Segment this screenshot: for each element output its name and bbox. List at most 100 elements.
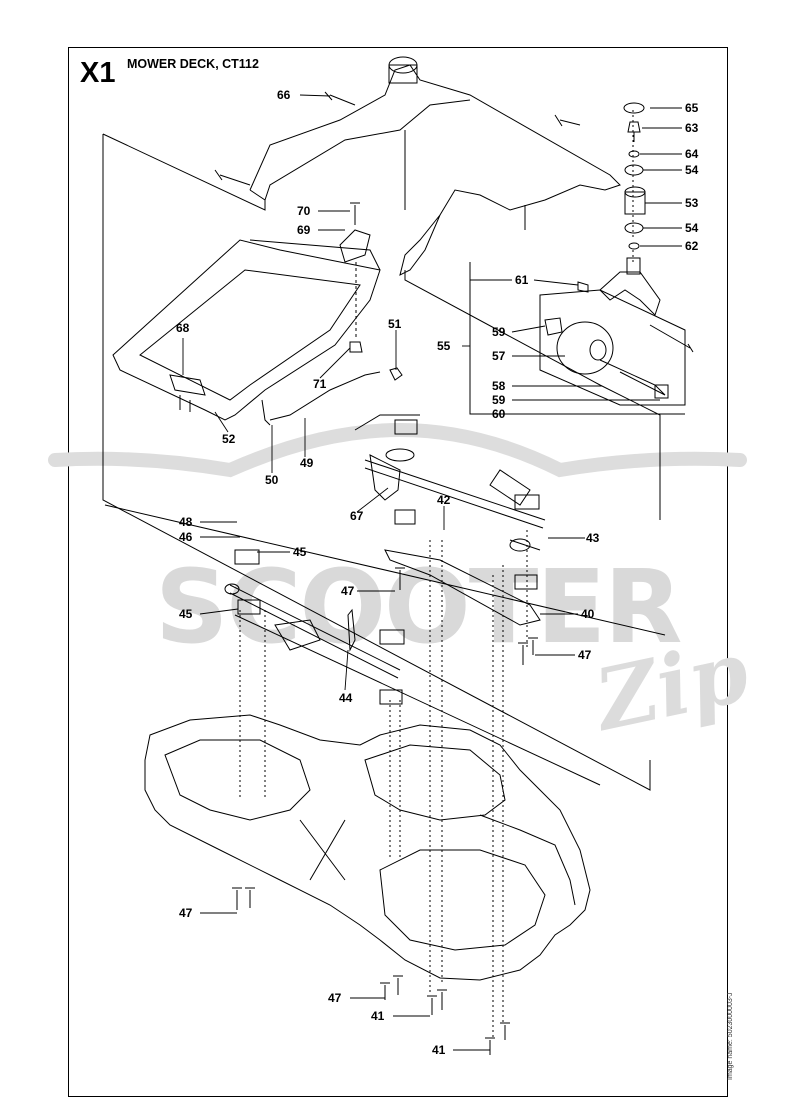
label-58: 58 bbox=[492, 379, 506, 393]
leader-lines bbox=[182, 94, 685, 1051]
bracket-67 bbox=[369, 454, 401, 501]
axle-lower bbox=[229, 584, 401, 679]
bolt-right-top bbox=[554, 114, 581, 127]
bolt-66-left bbox=[214, 169, 251, 186]
deck-inner-left bbox=[164, 739, 311, 821]
label-57: 57 bbox=[492, 349, 506, 363]
boundary-line-4 bbox=[404, 270, 601, 386]
nut-61 bbox=[577, 281, 589, 293]
label-41-bottom: 41 bbox=[432, 1043, 446, 1057]
label-64: 64 bbox=[685, 147, 699, 161]
lever-44 bbox=[347, 608, 356, 652]
tray-leg bbox=[179, 395, 191, 412]
label-66: 66 bbox=[277, 88, 291, 102]
boundary-line-5 bbox=[599, 384, 661, 520]
label-68: 68 bbox=[176, 321, 190, 335]
watermark-swoosh bbox=[48, 422, 747, 478]
label-49: 49 bbox=[300, 456, 314, 470]
pin-51 bbox=[389, 367, 403, 381]
bolt-70 bbox=[350, 202, 360, 225]
section-code: X1 bbox=[80, 57, 116, 89]
boundary-line-8 bbox=[234, 614, 601, 786]
bolt-63 bbox=[627, 121, 641, 142]
spring-50 bbox=[261, 399, 271, 426]
clamp-blocks bbox=[234, 419, 540, 705]
label-55: 55 bbox=[437, 339, 451, 353]
axle-arm-43 bbox=[489, 469, 541, 551]
label-67: 67 bbox=[350, 509, 364, 523]
strap-40 bbox=[384, 549, 541, 626]
label-69: 69 bbox=[297, 223, 311, 237]
watermark-logo: SCOOTER bbox=[155, 548, 683, 667]
label-59-bottom: 59 bbox=[492, 393, 506, 407]
label-71: 71 bbox=[313, 377, 327, 391]
bearing-54-top bbox=[624, 164, 644, 176]
plate-44 bbox=[274, 619, 321, 651]
label-52: 52 bbox=[222, 432, 236, 446]
label-59-top: 59 bbox=[492, 325, 506, 339]
label-47-bottom: 47 bbox=[328, 991, 342, 1005]
cable-49 bbox=[269, 371, 381, 421]
label-47-mid: 47 bbox=[341, 584, 355, 598]
arm-pivot-collar bbox=[388, 64, 418, 84]
label-47-right: 47 bbox=[578, 648, 592, 662]
wheel-57 bbox=[556, 321, 614, 375]
bushing-59-left bbox=[544, 317, 563, 336]
label-41-top: 41 bbox=[371, 1009, 385, 1023]
deck-tray bbox=[112, 239, 381, 421]
label-65: 65 bbox=[685, 101, 699, 115]
deck-inner-lower bbox=[379, 849, 546, 951]
bushing-59-right bbox=[654, 384, 669, 399]
tray-rod bbox=[249, 239, 381, 271]
label-47-left: 47 bbox=[179, 906, 193, 920]
label-46: 46 bbox=[179, 530, 193, 544]
deck-brace bbox=[299, 819, 346, 881]
label-42: 42 bbox=[437, 493, 451, 507]
page-title: MOWER DECK, CT112 bbox=[127, 57, 259, 71]
label-48: 48 bbox=[179, 515, 193, 529]
axle-end-lower bbox=[224, 583, 240, 595]
cap-65 bbox=[623, 102, 645, 114]
label-70: 70 bbox=[297, 204, 311, 218]
deck-bolts bbox=[232, 567, 538, 1055]
axle-58 bbox=[599, 359, 666, 396]
axle-upper bbox=[364, 459, 546, 529]
axle-end-upper bbox=[385, 448, 415, 462]
deck-inner-right bbox=[364, 744, 506, 821]
label-60: 60 bbox=[492, 407, 506, 421]
label-45-bottom: 45 bbox=[179, 607, 193, 621]
bolt-66-top bbox=[324, 91, 356, 106]
fork-bolt bbox=[649, 324, 694, 353]
label-43: 43 bbox=[586, 531, 600, 545]
bracket-69 bbox=[339, 229, 371, 263]
diagram-frame bbox=[68, 47, 728, 1097]
fork-stem bbox=[626, 257, 641, 275]
boundary-line-9 bbox=[354, 414, 420, 431]
fork-61 bbox=[599, 271, 661, 316]
wheel-hub bbox=[589, 339, 607, 361]
boundary-line-2 bbox=[102, 134, 651, 791]
label-51: 51 bbox=[388, 317, 402, 331]
label-44: 44 bbox=[339, 691, 353, 705]
label-50: 50 bbox=[265, 473, 279, 487]
label-62: 62 bbox=[685, 239, 699, 253]
label-45-top: 45 bbox=[293, 545, 307, 559]
nut-71 bbox=[349, 341, 363, 353]
wheel-box bbox=[539, 289, 686, 406]
label-63: 63 bbox=[685, 121, 699, 135]
bearing-54-bottom bbox=[624, 222, 644, 234]
label-54-bottom: 54 bbox=[685, 221, 699, 235]
bushing-43 bbox=[509, 538, 531, 552]
deck-rim bbox=[479, 814, 576, 906]
spacer-53-top bbox=[624, 186, 646, 198]
label-53: 53 bbox=[685, 196, 699, 210]
boundary-line-7 bbox=[104, 504, 666, 636]
lift-arm-upper bbox=[249, 64, 621, 276]
label-40: 40 bbox=[581, 607, 595, 621]
label-54-top: 54 bbox=[685, 163, 699, 177]
washer-62 bbox=[628, 242, 640, 250]
mower-deck bbox=[144, 714, 591, 981]
label-61: 61 bbox=[515, 273, 529, 287]
boundary-line-1 bbox=[102, 133, 266, 211]
